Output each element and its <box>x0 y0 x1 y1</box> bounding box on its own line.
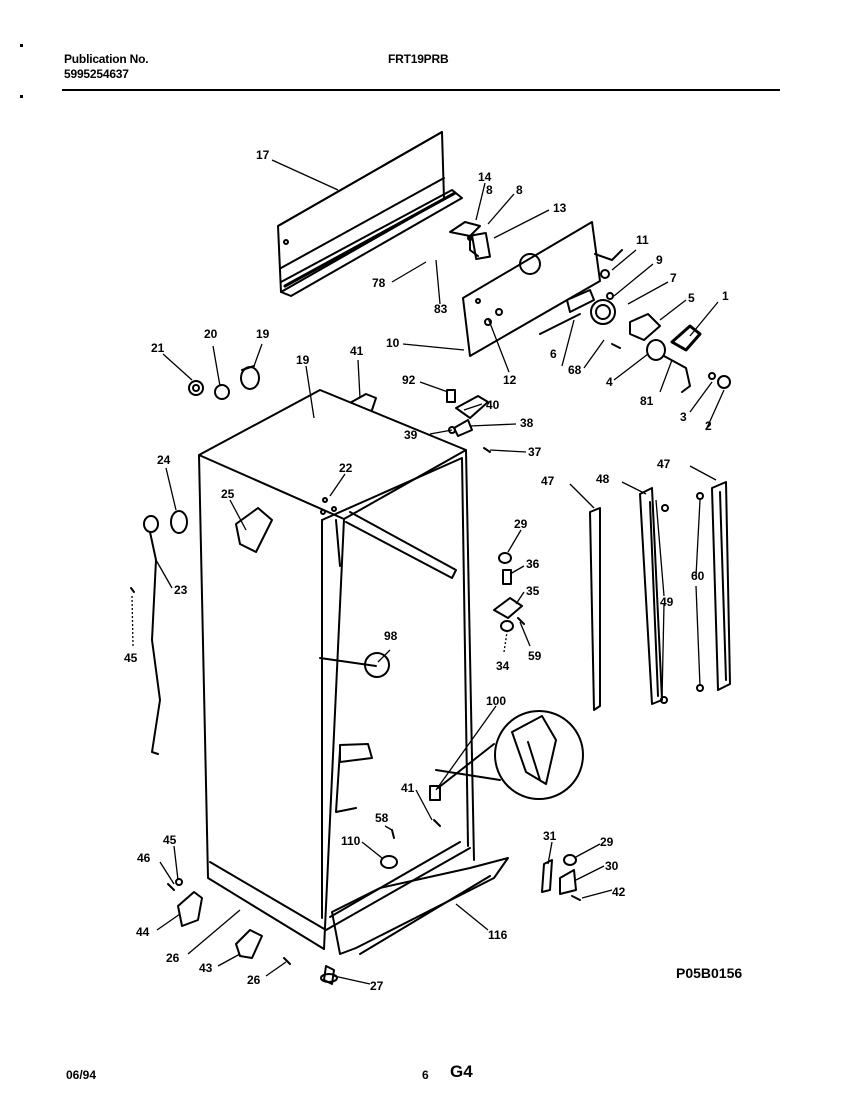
part-label: 59 <box>528 649 542 663</box>
part-label: 83 <box>434 302 448 316</box>
part-label: 40 <box>486 398 500 412</box>
part-label: 78 <box>372 276 386 290</box>
part-label: 12 <box>503 373 517 387</box>
part-label: 29 <box>600 835 614 849</box>
part-label: 45 <box>124 651 138 665</box>
part-label: 13 <box>553 201 567 215</box>
part-label: 9 <box>656 253 663 267</box>
part-label: 20 <box>204 327 218 341</box>
part-label: 14 <box>478 170 492 184</box>
part-label: 31 <box>543 829 557 843</box>
part-label: 10 <box>386 336 400 350</box>
part-label: 4 <box>606 375 613 389</box>
part-label: 45 <box>163 833 177 847</box>
right-lower-hinge <box>541 854 581 901</box>
part-label: 110 <box>341 834 361 848</box>
part-label: 116 <box>488 928 508 942</box>
part-label: 1 <box>722 289 729 303</box>
bottom-rail <box>331 857 509 955</box>
part-label: 19 <box>296 353 310 367</box>
header-rule <box>62 89 780 91</box>
part-label: 5 <box>688 291 695 305</box>
part-label: 42 <box>612 885 626 899</box>
part-label: 3 <box>680 410 687 424</box>
part-label: 22 <box>339 461 353 475</box>
part-label: 2 <box>705 419 712 433</box>
detail-inset <box>429 710 584 801</box>
part-label: 24 <box>157 453 171 467</box>
knob-part <box>606 292 614 300</box>
part-label: 41 <box>401 781 415 795</box>
part-label: 68 <box>568 363 582 377</box>
part-label: 58 <box>375 811 389 825</box>
part-label: 25 <box>221 487 235 501</box>
knob-part <box>600 269 610 279</box>
publication-number: 5995254637 <box>64 67 129 81</box>
part-label: 81 <box>640 394 654 408</box>
scan-mark <box>20 95 23 98</box>
control-housing <box>462 221 623 357</box>
page-number: 6 <box>422 1068 429 1082</box>
part-label: 11 <box>636 233 649 247</box>
part-label: 17 <box>256 148 270 162</box>
part-label: 6 <box>550 347 557 361</box>
cabinet <box>198 389 475 950</box>
part-label: 38 <box>520 416 534 430</box>
vertical-trim-strips <box>589 481 731 711</box>
part-label: 43 <box>199 961 213 975</box>
side-bracket <box>235 507 273 553</box>
revision-date: 06/94 <box>66 1068 97 1082</box>
part-label: 39 <box>404 428 418 442</box>
scan-mark <box>20 44 23 47</box>
part-label: 92 <box>402 373 416 387</box>
part-label: 23 <box>174 583 188 597</box>
part-label: 35 <box>526 584 540 598</box>
part-label: 7 <box>670 271 677 285</box>
publication-label: Publication No. <box>64 52 149 66</box>
part-label: 26 <box>166 951 180 965</box>
part-label: 21 <box>151 341 165 355</box>
top-cover <box>277 131 463 297</box>
diagram-code: P05B0156 <box>676 965 742 981</box>
part-label: 37 <box>528 445 542 459</box>
part-label: 26 <box>247 973 261 987</box>
part-label: 34 <box>496 659 510 673</box>
part-label: 48 <box>596 472 610 486</box>
part-label: 47 <box>657 457 671 471</box>
part-label: 29 <box>514 517 528 531</box>
drain-fitting <box>380 855 398 869</box>
part-label: 46 <box>137 851 151 865</box>
door-stop-rod <box>130 510 188 755</box>
lower-hinge-parts <box>167 878 338 985</box>
small-fittings <box>188 365 260 400</box>
part-label: 47 <box>541 474 555 488</box>
part-label: 27 <box>370 979 384 993</box>
part-label: 19 <box>256 327 270 341</box>
light-switch-bracket <box>449 221 491 261</box>
lower-screw <box>391 829 395 839</box>
top-hinge-parts <box>446 389 491 453</box>
section-code: G4 <box>450 1062 473 1081</box>
part-label: 100 <box>486 694 506 708</box>
lower-screw <box>433 819 441 827</box>
part-label: 49 <box>660 595 674 609</box>
part-labels: 17 14 6 13 78 83 11 9 7 5 1 10 12 8 68 4… <box>124 148 742 993</box>
part-label: 44 <box>136 925 150 939</box>
center-hinge-parts <box>493 552 525 632</box>
leader-lines <box>131 159 725 985</box>
part-label: 8 <box>516 183 523 197</box>
part-label: 30 <box>605 859 619 873</box>
part-label: 36 <box>526 557 540 571</box>
part-label: 60 <box>691 569 705 583</box>
part-label: 8 <box>486 183 493 197</box>
model-number: FRT19PRB <box>388 52 449 66</box>
part-label: 98 <box>384 629 398 643</box>
thermostat-parts <box>611 313 731 393</box>
part-label: 41 <box>350 344 364 358</box>
